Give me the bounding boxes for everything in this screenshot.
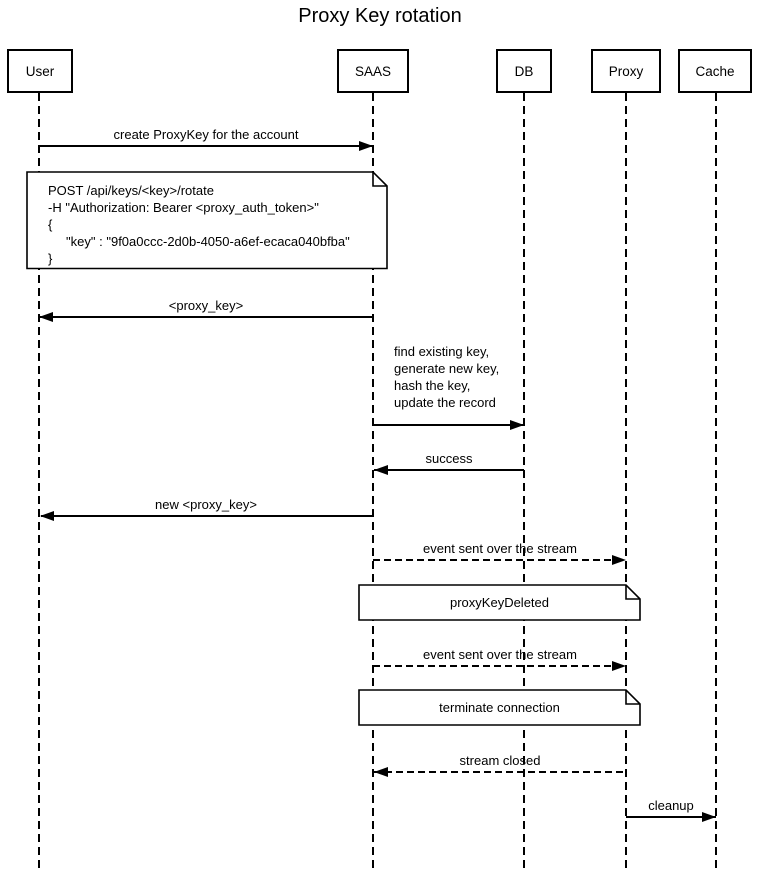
actor-proxy: Proxy xyxy=(591,49,661,93)
arrowhead-right-icon xyxy=(612,555,626,565)
diagram-title: Proxy Key rotation xyxy=(298,5,462,27)
actor-cache: Cache xyxy=(678,49,752,93)
arrowhead-left-icon xyxy=(40,511,54,521)
message-success-line xyxy=(374,469,524,471)
message-new-proxy-key-line xyxy=(41,515,373,517)
message-event-stream-2-label: event sent over the stream xyxy=(423,647,577,662)
message-proxy-key-label: <proxy_key> xyxy=(168,298,244,313)
actor-saas: SAAS xyxy=(337,49,409,93)
arrowhead-right-icon xyxy=(359,141,373,151)
lifeline-user xyxy=(38,93,40,868)
actor-db-label: DB xyxy=(514,63,534,79)
actor-db: DB xyxy=(496,49,552,93)
note-proxykey-deleted-text: proxyKeyDeleted xyxy=(450,595,549,610)
note-post-api-keys-text: POST /api/keys/<key>/rotate -H "Authoriz… xyxy=(48,183,350,266)
message-event-stream-2-line xyxy=(373,665,626,667)
message-proxy-key-line xyxy=(40,316,373,318)
message-new-proxy-key-label: new <proxy_key> xyxy=(155,497,257,512)
lifeline-saas xyxy=(372,93,374,868)
actor-proxy-label: Proxy xyxy=(608,63,644,79)
message-event-stream-1-line xyxy=(373,559,626,561)
message-cleanup-line xyxy=(626,816,716,818)
message-cleanup-label: cleanup xyxy=(648,798,694,813)
message-find-existing-key-label: find existing key, generate new key, has… xyxy=(394,344,500,410)
note-shape xyxy=(358,689,641,726)
lifeline-proxy xyxy=(625,93,627,868)
arrowhead-right-icon xyxy=(510,420,524,430)
arrowhead-right-icon xyxy=(612,661,626,671)
note-shape xyxy=(26,171,388,270)
note-post-api-keys: POST /api/keys/<key>/rotate -H "Authoriz… xyxy=(26,171,388,270)
actor-user-label: User xyxy=(25,63,55,79)
note-terminate-connection: terminate connection xyxy=(358,689,641,726)
arrowhead-left-icon xyxy=(39,312,53,322)
arrowhead-left-icon xyxy=(374,465,388,475)
message-event-stream-1-label: event sent over the stream xyxy=(423,541,577,556)
lifeline-db xyxy=(523,93,525,868)
note-proxykey-deleted: proxyKeyDeleted xyxy=(358,584,641,621)
message-stream-closed-label: stream closed xyxy=(459,753,541,768)
message-create-proxykey-line xyxy=(39,145,373,147)
message-stream-closed-line xyxy=(374,771,626,773)
message-success-label: success xyxy=(425,451,473,466)
lifeline-cache xyxy=(715,93,717,868)
note-terminate-connection-text: terminate connection xyxy=(439,700,560,715)
message-find-existing-key-line xyxy=(373,424,524,426)
message-create-proxykey-label: create ProxyKey for the account xyxy=(113,127,299,142)
arrowhead-right-icon xyxy=(702,812,716,822)
actor-user: User xyxy=(7,49,73,93)
actor-cache-label: Cache xyxy=(695,63,735,79)
actor-saas-label: SAAS xyxy=(354,63,392,79)
arrowhead-left-icon xyxy=(374,767,388,777)
note-shape xyxy=(358,584,641,621)
